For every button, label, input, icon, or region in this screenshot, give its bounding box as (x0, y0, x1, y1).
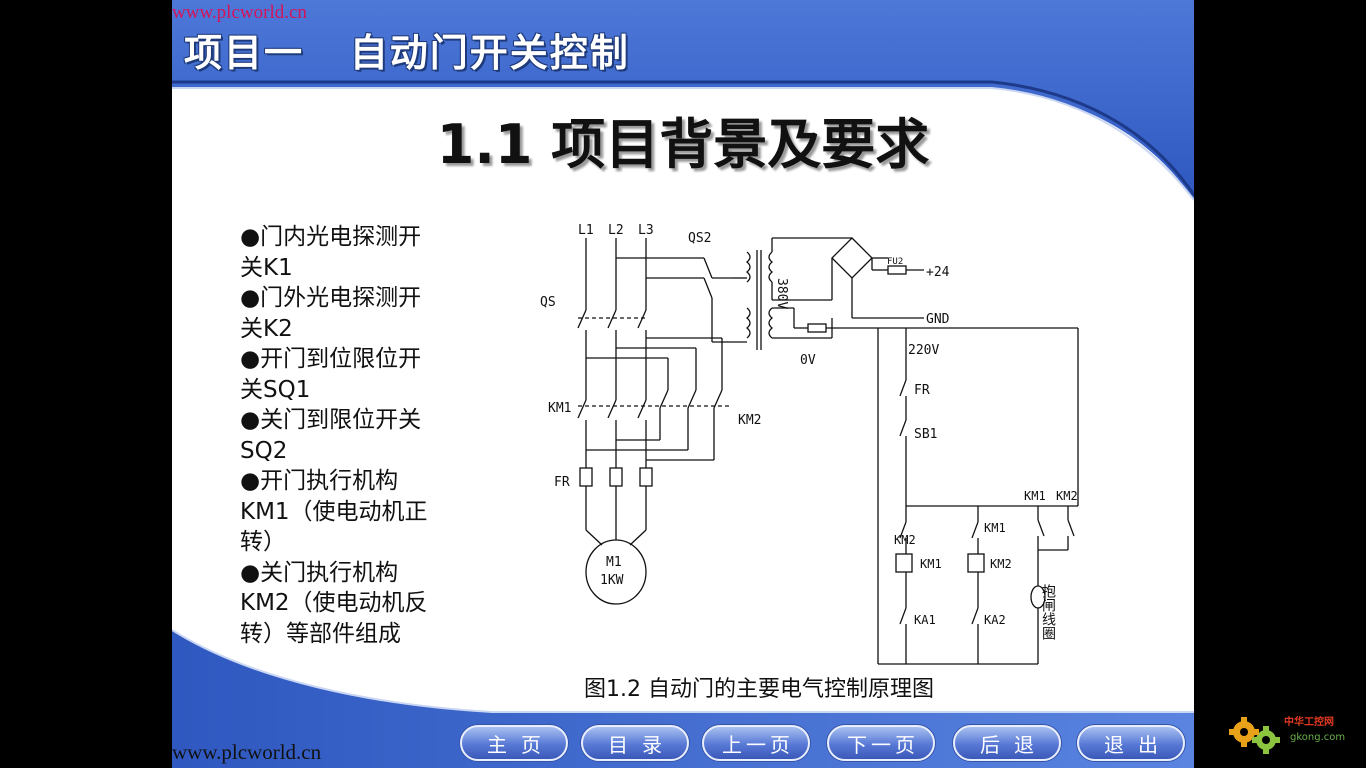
label-qs: QS (540, 295, 556, 310)
previous-page-button[interactable]: 上一页 (702, 725, 810, 761)
bullet-line: 关K1 (240, 254, 293, 281)
label-motor-name: M1 (606, 555, 622, 570)
exit-button[interactable]: 退出 (1077, 725, 1185, 761)
next-page-button[interactable]: 下一页 (827, 725, 935, 761)
bullet-line: ●门外光电探测开 (240, 285, 422, 311)
home-button[interactable]: 主页 (460, 725, 568, 761)
label-brake-coil: 抱闸线圈 (1040, 584, 1056, 641)
label-gnd: GND (926, 312, 950, 327)
label-km2-top: KM2 (1056, 489, 1078, 503)
logo-url: gkong.com (1290, 732, 1346, 743)
label-fr2: FR (914, 383, 930, 398)
label-l2: L2 (608, 223, 624, 238)
bullet-line: 关SQ1 (240, 376, 311, 403)
header-title: 项目一 自动门开关控制 (184, 31, 630, 75)
label-fr: FR (554, 475, 570, 490)
label-ka1: KA1 (914, 613, 936, 627)
bullet-line: ●门内光电探测开 (240, 224, 422, 250)
bullet-line: 关K2 (240, 315, 293, 342)
label-0v: 0V (800, 353, 816, 368)
watermark-top: www.plcworld.cn (172, 2, 307, 23)
label-220v: 220V (908, 343, 939, 358)
slide-background (172, 0, 1194, 768)
bullet-line: KM2（使电动机反 (240, 590, 428, 616)
label-l1: L1 (578, 223, 594, 238)
gear-icon (1229, 717, 1280, 754)
label-l3: L3 (638, 223, 654, 238)
label-km1-top: KM1 (1024, 489, 1046, 503)
bullet-line: 转）等部件组成 (240, 620, 401, 647)
label-motor-power: 1KW (600, 573, 624, 588)
bullet-line: ●关门执行机构 (240, 559, 399, 586)
label-fu2: FU2 (887, 257, 903, 267)
label-km2-coil: KM2 (990, 557, 1012, 571)
section-title: 1.1 项目背景及要求 (436, 113, 930, 176)
bullet-line: ●开门执行机构 (240, 468, 399, 494)
logo-name: 中华工控网 (1284, 717, 1334, 728)
diagram-labels: L1 L2 L3 QS2 QS KM1 KM2 FR M1 1KW 380V F… (540, 223, 1078, 641)
watermark-bottom: www.plcworld.cn (172, 740, 322, 764)
bullet-line: ●开门到位限位开 (240, 346, 422, 372)
label-km1-contact: KM1 (984, 521, 1006, 535)
slide: www.plcworld.cn 项目一 自动门开关控制 1.1 项目背景及要求 … (172, 0, 1194, 768)
bullet-line: SQ2 (240, 437, 288, 464)
label-sb1: SB1 (914, 427, 937, 442)
circuit-diagram: L1 L2 L3 QS2 QS KM1 KM2 FR M1 1KW 380V F… (540, 223, 1079, 665)
bullet-line: KM1（使电动机正 (240, 498, 428, 525)
label-km1: KM1 (548, 401, 571, 416)
gkong-logo: 中华工控网 gkong.com (1222, 700, 1358, 760)
label-km2: KM2 (738, 413, 761, 428)
label-plus24: +24 (926, 265, 950, 280)
label-km1-coil: KM1 (920, 557, 942, 571)
contents-button[interactable]: 目录 (581, 725, 689, 761)
bullet-line: 转） (240, 529, 286, 555)
label-km2-contact: KM2 (894, 533, 916, 547)
back-button[interactable]: 后退 (953, 725, 1061, 761)
label-380v: 380V (774, 278, 789, 309)
bullet-list: ●门内光电探测开 关K1 ●门外光电探测开 关K2 ●开门到位限位开 关SQ1 … (240, 222, 460, 649)
label-qs2: QS2 (688, 231, 711, 246)
bullet-line: ●关门到限位开关 (240, 407, 422, 433)
figure-caption: 图1.2 自动门的主要电气控制原理图 (584, 677, 934, 702)
label-ka2: KA2 (984, 613, 1006, 627)
